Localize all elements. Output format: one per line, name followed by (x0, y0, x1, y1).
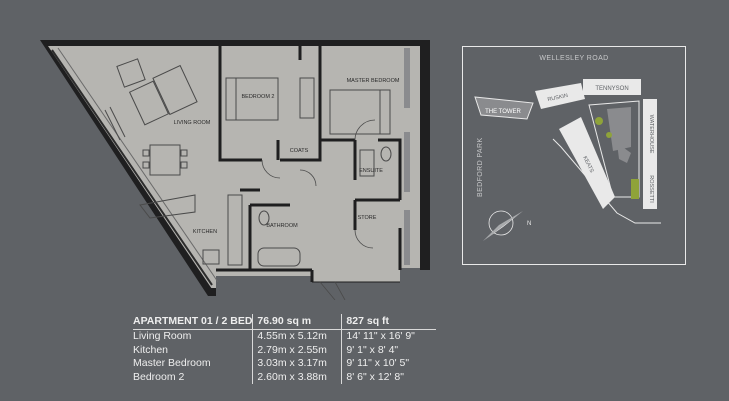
door-swings (261, 119, 376, 300)
label-ruskin: RUSKIN (547, 93, 569, 103)
room-metric: 2.79m x 2.55m (252, 343, 342, 358)
window (404, 210, 410, 265)
room-name: Living Room (133, 330, 192, 342)
building-the-tower (474, 96, 534, 120)
bathroom-fixtures (257, 146, 392, 267)
room-imperial: 14' 11" x 16' 9" (341, 329, 437, 344)
room-imperial: 9' 11" x 10' 5" (341, 357, 437, 371)
tree-icon (595, 117, 603, 125)
building-waterhouse (643, 99, 657, 169)
schedule-row: Living Room 4.55m x 5.12m 14' 11" x 16' … (133, 329, 437, 344)
kitchen-counters (139, 194, 243, 266)
room-label-ensuite: ENSUITE (359, 168, 383, 174)
road-label-north: WELLESLEY ROAD (539, 55, 609, 62)
room-metric: 4.55m x 5.12m (252, 329, 342, 344)
living-furniture (104, 58, 198, 176)
compass-icon (483, 210, 523, 241)
room-metric: 2.60m x 3.88m (252, 370, 342, 385)
floor-area (45, 42, 430, 295)
schedule-row: Kitchen 2.79m x 2.55m 9' 1" x 8' 4" (133, 343, 437, 358)
window-diagonal-inner (57, 47, 219, 283)
room-name: Master Bedroom (133, 357, 211, 370)
schedule-row: Bedroom 2 2.60m x 3.88m 8' 6" x 12' 8" (133, 370, 437, 385)
room-imperial: 8' 6" x 12' 8" (341, 370, 437, 385)
site-map: THE TOWER RUSKIN TENNYSON WATERHOUSE ROS… (474, 79, 661, 241)
label-the-tower: THE TOWER (485, 109, 521, 115)
schedule-apartment-title: APARTMENT 01 / 2 BED (133, 314, 253, 330)
room-label-bathroom: BATHROOM (266, 223, 298, 229)
courtyard-pool (607, 107, 631, 151)
label-rossetti: ROSSETTI (648, 175, 654, 203)
room-label-master: MASTER BEDROOM (347, 78, 400, 84)
schedule-area-sqft: 827 sq ft (341, 314, 437, 330)
room-metric: 3.03m x 3.17m (252, 357, 342, 371)
room-name: Bedroom 2 (133, 370, 185, 383)
master-bed (329, 89, 391, 135)
window-diagonal (51, 49, 213, 286)
building-tennyson (583, 79, 641, 95)
label-tennyson: TENNYSON (595, 86, 628, 92)
building-rossetti (643, 169, 657, 209)
schedule-header-row: APARTMENT 01 / 2 BED 76.90 sq m 827 sq f… (133, 314, 437, 330)
room-name: Kitchen (133, 343, 169, 356)
room-label-living: LIVING ROOM (174, 120, 211, 126)
schedule-row: Master Bedroom 3.03m x 3.17m 9' 11" x 10… (133, 357, 437, 371)
outer-wall-east (420, 40, 430, 270)
site-boundary (552, 138, 661, 224)
compass-north-label: N (527, 221, 531, 227)
room-imperial: 9' 1" x 8' 4" (341, 343, 437, 358)
interior-walls (218, 46, 402, 270)
room-label-kitchen: KITCHEN (193, 229, 217, 235)
room-label-coats: COATS (290, 148, 309, 154)
garden-strip (631, 179, 639, 199)
label-waterhouse: WATERHOUSE (648, 115, 654, 154)
bedroom2-bed (225, 77, 315, 121)
wall-corner (208, 288, 216, 296)
site-plan: WELLESLEY ROAD BEDFORD PARK THE TOWER RU… (462, 46, 686, 265)
building-ruskin (535, 83, 585, 109)
courtyard-feature (617, 143, 631, 163)
room-label-store: STORE (358, 215, 377, 221)
floor-plan: LIVING ROOM BEDROOM 2 MASTER BEDROOM COA… (40, 40, 430, 300)
area-schedule: APARTMENT 01 / 2 BED 76.90 sq m 827 sq f… (133, 314, 437, 385)
schedule-area-sqm: 76.90 sq m (252, 314, 342, 330)
building-keats (559, 117, 615, 209)
window (404, 48, 410, 108)
tree-icon (606, 132, 612, 138)
window (404, 132, 410, 192)
room-label-bedroom2: BEDROOM 2 (241, 94, 274, 100)
